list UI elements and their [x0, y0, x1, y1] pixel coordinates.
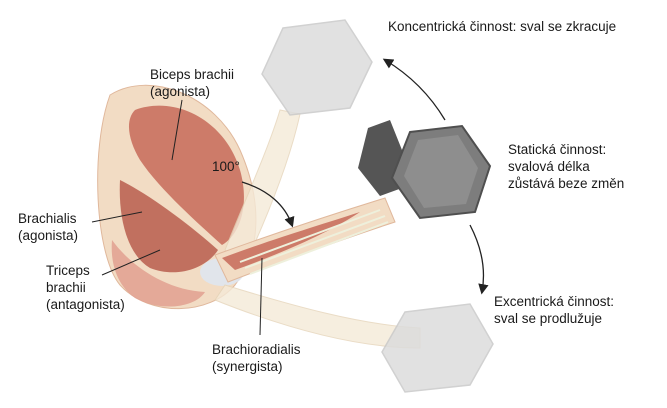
weight-concentric — [262, 20, 372, 115]
concentric-label-text: Koncentrická činnost: sval se zkracuje — [388, 18, 616, 35]
static-label-line2: svalová délka — [508, 158, 624, 175]
triceps-label-name2: brachii — [46, 279, 125, 296]
triceps-label-name: Triceps — [46, 262, 125, 279]
angle-label: 100° — [212, 158, 240, 175]
static-label-line3: zůstává beze změn — [508, 175, 624, 192]
eccentric-label-title: Excentrická činnost: — [494, 293, 614, 310]
eccentric-arrow — [470, 225, 484, 292]
brachioradialis-label-role: (synergista) — [212, 358, 301, 375]
biceps-label-role: (agonista) — [150, 83, 234, 100]
triceps-label: Triceps brachii (antagonista) — [46, 262, 125, 313]
brachioradialis-label-name: Brachioradialis — [212, 341, 301, 358]
eccentric-label: Excentrická činnost: sval se prodlužuje — [494, 293, 614, 327]
biceps-label-name: Biceps brachii — [150, 66, 234, 83]
static-label-title: Statická činnost: — [508, 141, 624, 158]
brachialis-label-role: (agonista) — [18, 227, 78, 244]
concentric-arrow — [385, 60, 445, 120]
brachioradialis-label: Brachioradialis (synergista) — [212, 341, 301, 375]
concentric-label: Koncentrická činnost: sval se zkracuje — [388, 18, 616, 35]
brachialis-label-name: Brachialis — [18, 210, 78, 227]
brachialis-label: Brachialis (agonista) — [18, 210, 78, 244]
weight-eccentric — [382, 304, 493, 392]
biceps-label: Biceps brachii (agonista) — [150, 66, 234, 100]
eccentric-label-desc: sval se prodlužuje — [494, 310, 614, 327]
static-label: Statická činnost: svalová délka zůstává … — [508, 141, 624, 192]
triceps-label-role: (antagonista) — [46, 296, 125, 313]
